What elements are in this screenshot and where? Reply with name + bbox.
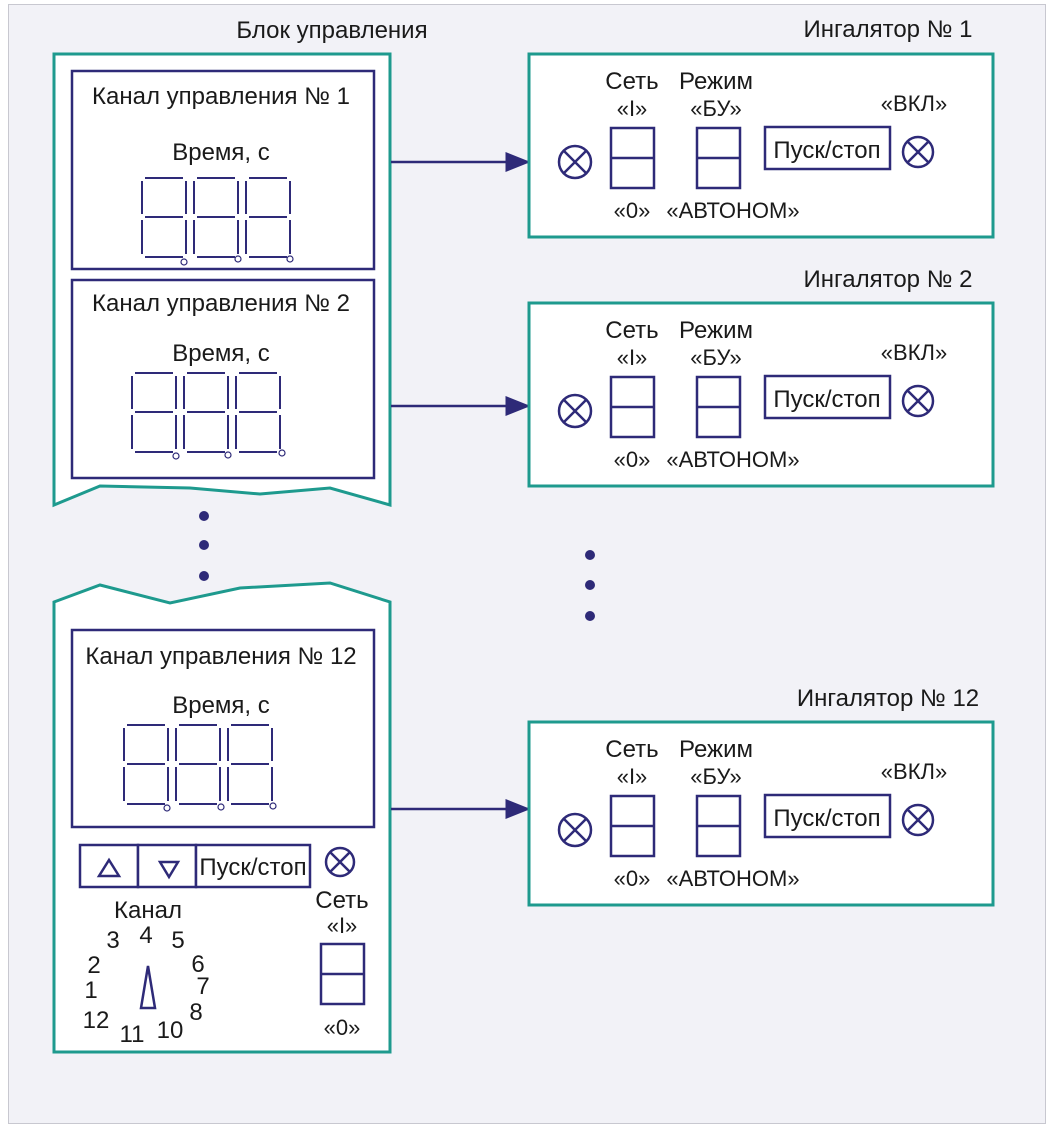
channel-1-display xyxy=(141,177,294,266)
inhaler-mode-bu-label: «БУ» xyxy=(690,764,741,789)
down-button[interactable] xyxy=(136,843,198,889)
inhaler-network-on-label: «I» xyxy=(617,96,648,121)
inhaler-start-stop-label: Пуск/стоп xyxy=(773,386,880,413)
inhaler-network-on-label: «I» xyxy=(617,345,648,370)
inhaler-network-switch[interactable] xyxy=(609,375,656,439)
channel-2-panel: Канал управления № 2 Время, с xyxy=(70,278,376,480)
inhaler-mode-auto-label: «АВТОНОМ» xyxy=(666,447,799,472)
dial-number: 12 xyxy=(83,1007,110,1034)
inhaler-network-switch[interactable] xyxy=(609,126,656,190)
inhaler-indicator-lamp-icon xyxy=(557,812,593,848)
inhaler-start-stop-button[interactable]: Пуск/стоп xyxy=(763,374,892,420)
dial-number: 3 xyxy=(106,927,119,954)
dial-number: 1 xyxy=(84,977,97,1004)
triangle-down-icon xyxy=(157,860,181,880)
control-network-off-label: «0» xyxy=(324,1015,361,1040)
dial-number: 6 xyxy=(191,951,204,978)
inhaler-on-indicator-label: «ВКЛ» xyxy=(881,340,947,365)
dial-pointer-icon xyxy=(139,965,157,1010)
control-start-stop-label: Пуск/стоп xyxy=(199,854,306,881)
control-indicator-lamp-icon xyxy=(324,846,356,878)
inhaler-network-label: Сеть xyxy=(605,317,658,344)
control-network-on-label: «I» xyxy=(327,913,358,938)
control-network-label: Сеть xyxy=(315,887,368,914)
inhaler-mode-switch[interactable] xyxy=(695,126,742,190)
channel-dial[interactable]: 1 2 3 4 5 6 7 8 10 11 12 xyxy=(83,922,210,1048)
channel-12-time-label: Время, с xyxy=(172,692,270,719)
dial-number: 10 xyxy=(157,1017,184,1044)
inhaler-mode-label: Режим xyxy=(679,317,753,344)
inhaler-network-label: Сеть xyxy=(605,736,658,763)
inhaler-mode-auto-label: «АВТОНОМ» xyxy=(666,866,799,891)
channel-12-display xyxy=(123,724,277,812)
inhaler-2: Ингалятор № 2 Сеть«I» «0» Режим«БУ» «АВТОНОМ… xyxy=(527,266,995,488)
dial-number: 8 xyxy=(189,999,202,1026)
inhaler-title: Ингалятор № 12 xyxy=(797,685,979,712)
inhaler-mode-auto-label: «АВТОНОМ» xyxy=(666,198,799,223)
inhaler-12: Ингалятор № 12 Сеть«I» «0» Режим«БУ» «АВТОНО… xyxy=(527,685,995,907)
channel-1-panel: Канал управления № 1 Время, с xyxy=(70,69,376,271)
inhaler-network-off-label: «0» xyxy=(614,447,651,472)
inhaler-on-indicator-label: «ВКЛ» xyxy=(881,91,947,116)
inhaler-on-lamp-icon xyxy=(901,135,935,169)
control-network-switch[interactable] xyxy=(319,942,366,1006)
channel-1-time-label: Время, с xyxy=(172,139,270,166)
dial-number: 11 xyxy=(120,1021,145,1048)
inhaler-start-stop-label: Пуск/стоп xyxy=(773,137,880,164)
inhaler-title: Ингалятор № 1 xyxy=(804,16,973,43)
ellipsis-right xyxy=(585,550,595,621)
dial-number: 7 xyxy=(196,973,209,1000)
channel-1-label: Канал управления № 1 xyxy=(92,83,350,110)
inhaler-start-stop-label: Пуск/стоп xyxy=(773,805,880,832)
control-unit-title: Блок управления xyxy=(236,17,427,44)
inhaler-mode-bu-label: «БУ» xyxy=(690,96,741,121)
inhaler-mode-switch[interactable] xyxy=(695,794,742,858)
channel-2-display xyxy=(131,372,286,460)
dial-number: 5 xyxy=(171,927,184,954)
inhaler-network-off-label: «0» xyxy=(614,866,651,891)
inhaler-start-stop-button[interactable]: Пуск/стоп xyxy=(763,793,892,839)
channel-2-time-label: Время, с xyxy=(172,340,270,367)
inhaler-mode-label: Режим xyxy=(679,68,753,95)
inhaler-network-switch[interactable] xyxy=(609,794,656,858)
control-start-stop-button[interactable]: Пуск/стоп xyxy=(194,843,312,889)
channel-12-panel: Канал управления № 12 Время, с xyxy=(70,628,376,829)
inhaler-indicator-lamp-icon xyxy=(557,393,593,429)
inhaler-on-indicator-label: «ВКЛ» xyxy=(881,759,947,784)
ellipsis-left xyxy=(199,511,209,581)
channel-12-label: Канал управления № 12 xyxy=(85,643,356,670)
channel-selector-label: Канал xyxy=(114,897,182,924)
inhaler-1: Ингалятор № 1 Сеть«I» «0» Режим«БУ» «АВТОНОМ… xyxy=(527,16,995,239)
dial-number: 4 xyxy=(139,922,152,949)
channel-2-label: Канал управления № 2 xyxy=(92,290,350,317)
inhaler-network-on-label: «I» xyxy=(617,764,648,789)
inhaler-on-lamp-icon xyxy=(901,803,935,837)
inhaler-mode-bu-label: «БУ» xyxy=(690,345,741,370)
inhaler-indicator-lamp-icon xyxy=(557,144,593,180)
inhaler-on-lamp-icon xyxy=(901,384,935,418)
inhaler-mode-switch[interactable] xyxy=(695,375,742,439)
triangle-up-icon xyxy=(96,857,122,878)
inhaler-mode-label: Режим xyxy=(679,736,753,763)
dial-number: 2 xyxy=(87,952,100,979)
inhaler-start-stop-button[interactable]: Пуск/стоп xyxy=(763,125,892,171)
up-button[interactable] xyxy=(78,843,140,889)
inhaler-network-label: Сеть xyxy=(605,68,658,95)
inhaler-network-off-label: «0» xyxy=(614,198,651,223)
inhaler-title: Ингалятор № 2 xyxy=(804,266,973,293)
